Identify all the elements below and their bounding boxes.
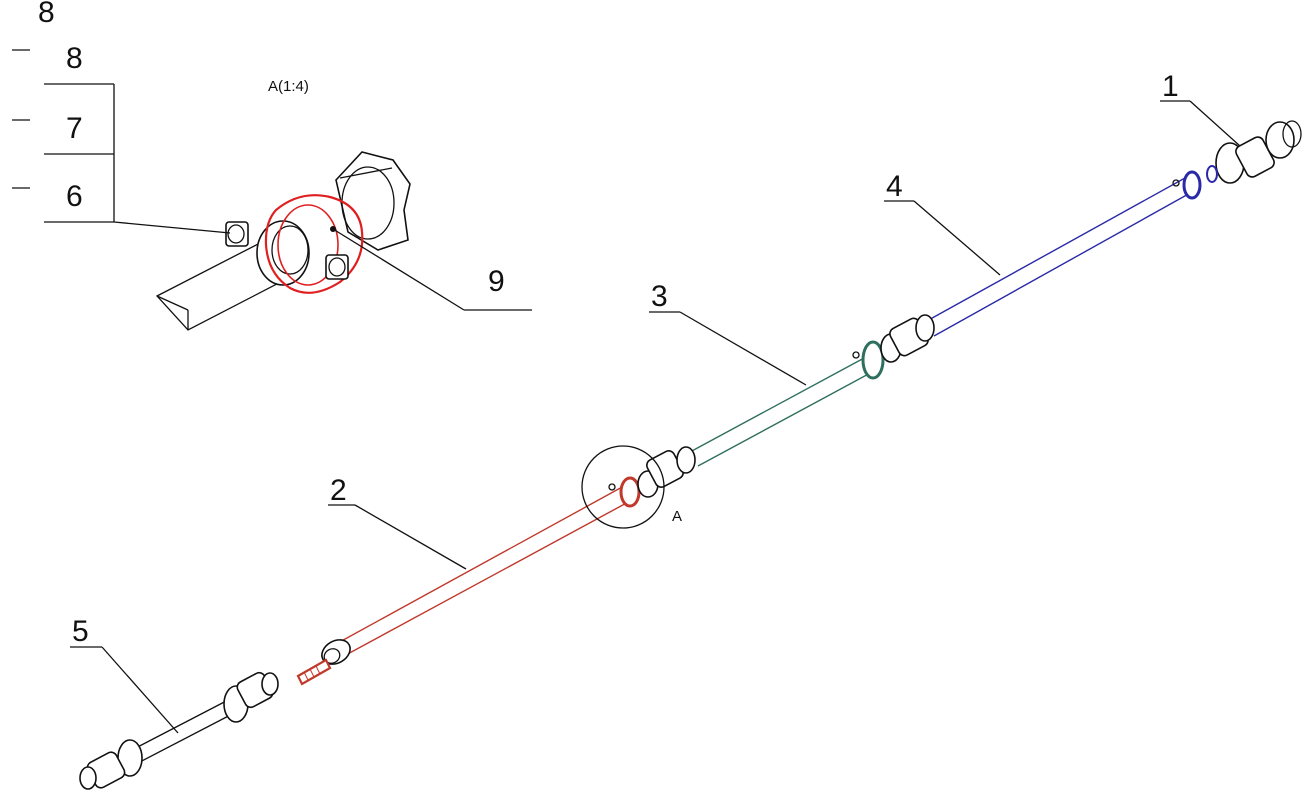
callout-1-leader: 1 — [1160, 70, 1241, 147]
detail-view-a: A(1:4) — [12, 0, 532, 331]
callout-8: 8 — [66, 42, 83, 75]
center-joint-34 — [852, 314, 935, 380]
front-shaft-5 — [79, 671, 279, 790]
callout-5-leader: 5 — [70, 615, 179, 734]
callout-4-leader: 4 — [884, 170, 1001, 276]
callout-4: 4 — [886, 170, 903, 203]
callout-2-leader: 2 — [328, 474, 467, 570]
detail-a-marker: A — [581, 445, 682, 529]
callout-2: 2 — [330, 474, 347, 507]
callout-9-leader: 9 — [332, 228, 532, 311]
shaft-4-tube — [924, 177, 1193, 337]
callout-5: 5 — [72, 615, 89, 648]
shaft-2-flange — [296, 639, 351, 686]
callout-6: 6 — [66, 180, 83, 213]
joint-a — [608, 446, 696, 508]
end-yoke-1 — [1172, 120, 1302, 200]
callout-8-top: 8 — [38, 0, 55, 29]
detail-marker-label: A — [672, 508, 682, 525]
detail-bolt-upper — [225, 221, 249, 247]
clamp-inner — [277, 204, 339, 286]
callout-1: 1 — [1162, 70, 1179, 103]
detail-bolt-lower — [325, 254, 349, 280]
shaft-3-tube — [689, 356, 875, 467]
callout-stack: 8 8 7 6 — [12, 0, 231, 234]
callout-3-leader: 3 — [649, 280, 807, 386]
callout-9: 9 — [488, 265, 505, 298]
detail-view-label: A(1:4) — [268, 78, 309, 95]
shaft-2-tube — [335, 485, 633, 657]
callout-3: 3 — [651, 280, 668, 313]
callout-7: 7 — [66, 112, 83, 145]
detail-hub — [335, 151, 411, 251]
clamp-outline — [264, 194, 364, 294]
detail-shaft — [155, 220, 310, 331]
detail-clamp — [264, 194, 364, 294]
